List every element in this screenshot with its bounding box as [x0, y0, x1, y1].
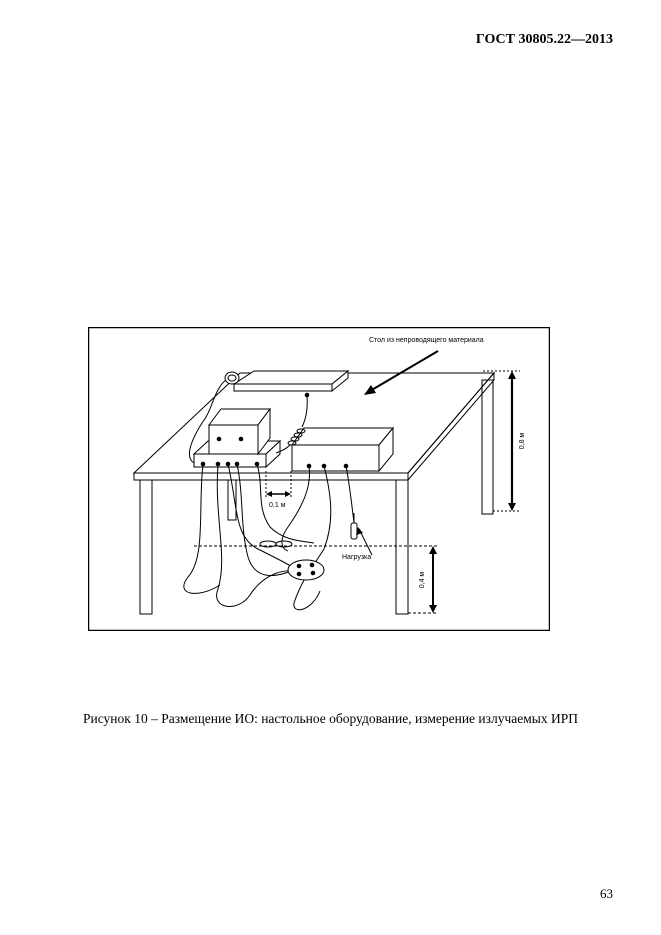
cable-coil-right: [275, 540, 293, 548]
spacing-arrow-right: [285, 491, 291, 497]
back-device-front: [233, 383, 333, 392]
table-leg-front-left: [139, 479, 153, 615]
base-unit-side: [265, 439, 281, 469]
load-resistor: [350, 522, 358, 540]
label-height-table: 0,8 м: [519, 433, 526, 450]
label-table: Стол из непроводящего материала: [369, 337, 484, 344]
table-leg-back-right: [481, 379, 494, 515]
table-leg-front-right: [395, 479, 409, 615]
right-unit-top: [291, 427, 395, 446]
hanging-cables: [183, 463, 355, 611]
mouse-inner: [227, 374, 237, 382]
main-unit-side: [257, 407, 271, 456]
dim-arrow-down: [508, 503, 516, 511]
right-unit-front: [291, 444, 380, 472]
table-front-edge: [133, 472, 409, 481]
dim-arrow-up: [508, 371, 516, 379]
coiled-cable: [275, 394, 308, 454]
table-side-edge: [407, 371, 495, 482]
bundle-dots: [296, 562, 316, 577]
document-code: ГОСТ 30805.22—2013: [475, 32, 613, 47]
cable-bundle: [287, 559, 325, 581]
figure-frame: [88, 327, 550, 631]
mouse: [224, 371, 240, 385]
main-unit-front: [208, 424, 259, 455]
load-label-arrowhead: [356, 527, 363, 535]
cable-height-arrow-up: [429, 546, 437, 554]
setup-figure: Стол из непроводящего материала 0,8 м 0,…: [88, 327, 550, 631]
table-leg-back-left: [227, 479, 237, 521]
label-height-cable: 0,4 м: [419, 572, 426, 589]
figure-caption: Рисунок 10 – Размещение ИО: настольное о…: [83, 711, 578, 726]
table-label-arrowhead: [364, 385, 376, 395]
figure-drawing: Стол из непроводящего материала 0,8 м 0,…: [88, 327, 550, 631]
right-unit-side: [378, 426, 394, 473]
table-label-arrow: [369, 350, 439, 392]
back-device-top: [232, 370, 350, 385]
cable-coil-left: [259, 540, 277, 548]
label-spacing: 0,1 м: [269, 502, 286, 509]
load-label-arrow: [359, 530, 373, 556]
back-device-side: [331, 369, 349, 393]
page-number: 63: [600, 886, 613, 901]
spacing-arrow-left: [266, 491, 272, 497]
cable-height-arrow-down: [429, 605, 437, 613]
mouse-cable: [189, 379, 227, 464]
label-load: Нагрузка: [342, 554, 371, 561]
